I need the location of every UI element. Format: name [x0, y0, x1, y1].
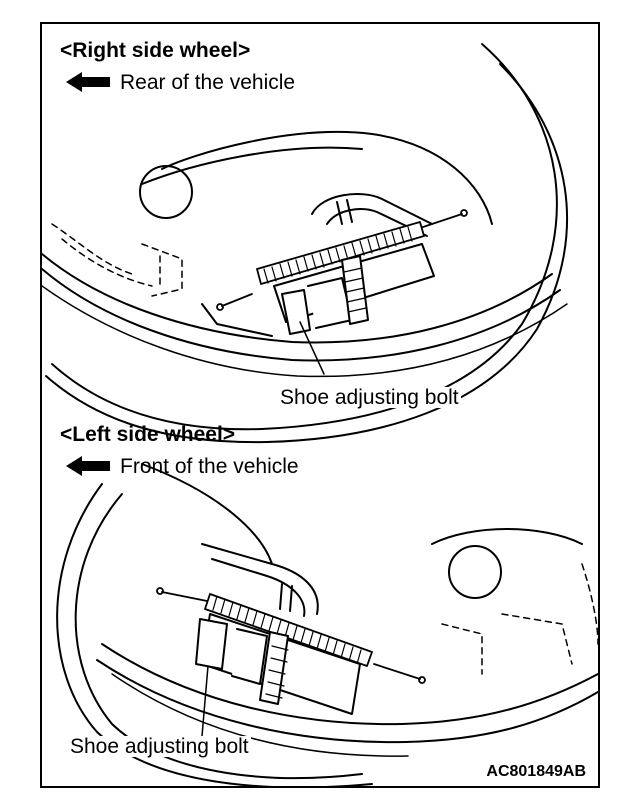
- right-wheel-drawing: [42, 43, 569, 444]
- left-wheel-callout: Shoe adjusting bolt: [68, 735, 251, 758]
- left-callout-leader: [201, 665, 209, 737]
- left-wheel-heading: <Left side wheel>: [60, 423, 236, 446]
- right-wheel-heading: <Right side wheel>: [60, 39, 251, 62]
- figure-code: AC801849AB: [486, 763, 586, 780]
- right-wheel-direction: Rear of the vehicle: [120, 71, 296, 94]
- right-callout-leader: [299, 321, 325, 375]
- left-arrow-icon: [66, 72, 110, 92]
- brake-illustration: [42, 43, 598, 786]
- right-wheel-callout: Shoe adjusting bolt: [278, 386, 461, 409]
- left-wheel-direction: Front of the vehicle: [120, 455, 299, 478]
- left-arrow-icon: [66, 456, 110, 476]
- figure-frame: <Right side wheel> Rear of the vehicle S…: [40, 22, 600, 788]
- left-wheel-drawing: [56, 463, 598, 786]
